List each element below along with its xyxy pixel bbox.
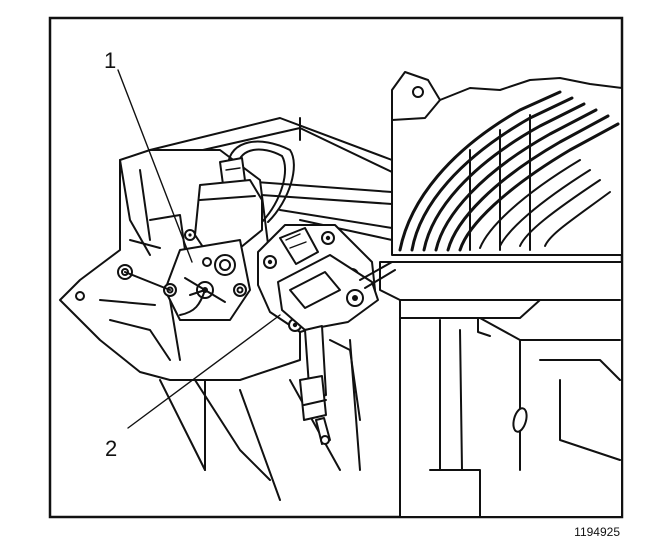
diagram-frame (48, 16, 624, 519)
duct-housing (379, 71, 621, 516)
leader-line-2 (127, 314, 281, 429)
actuator-assembly-illustration (59, 69, 621, 516)
callout-label-2: 2 (105, 436, 117, 461)
callout-label-1: 1 (104, 48, 116, 73)
actuator-1 (124, 140, 295, 321)
figure-number: 1194925 (574, 525, 620, 539)
leader-line-1 (117, 69, 193, 263)
actuator-2 (257, 224, 396, 445)
leader-lines (117, 69, 281, 429)
vent-louvers (398, 90, 620, 252)
